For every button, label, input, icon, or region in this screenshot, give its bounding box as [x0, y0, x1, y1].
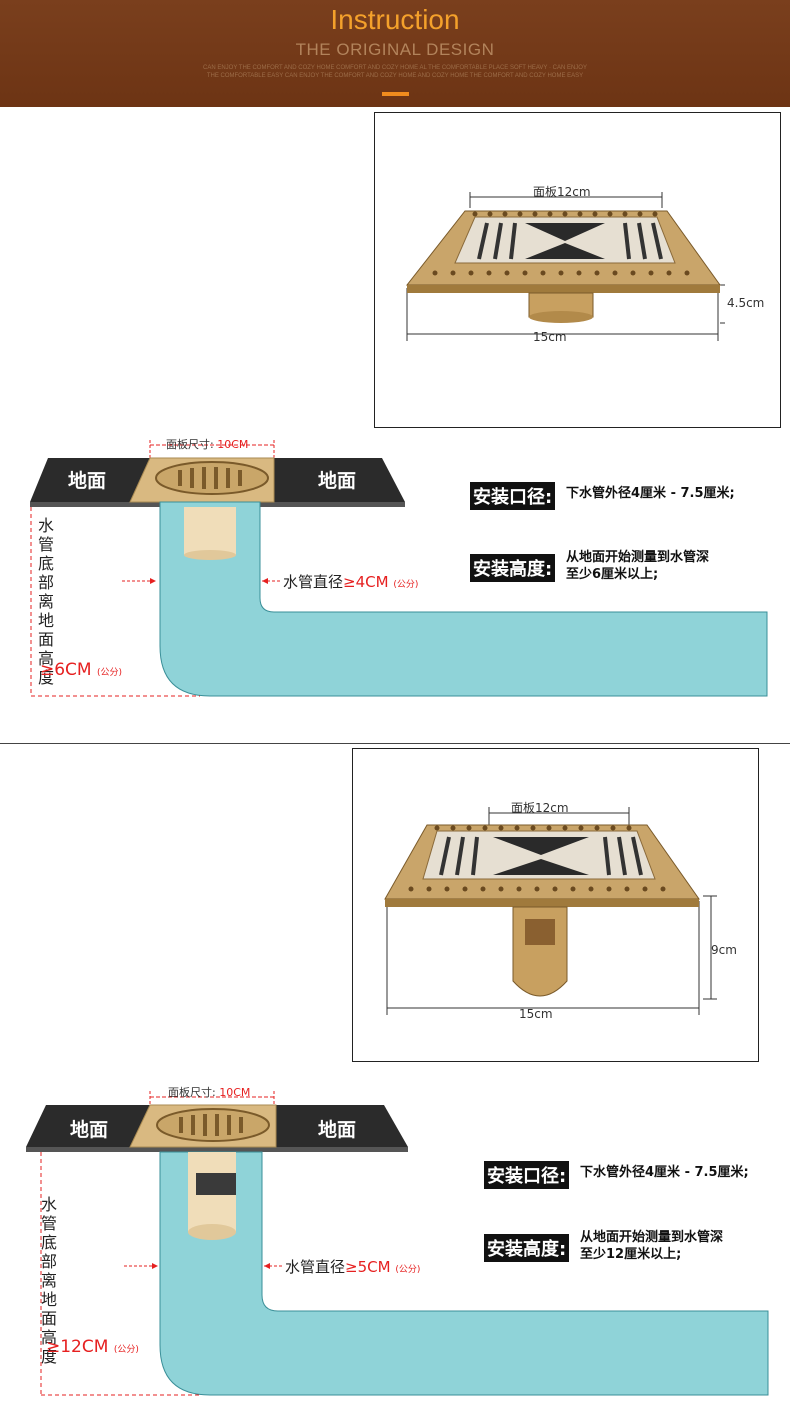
depth-value-text: ≥6CM [40, 660, 92, 680]
panel-size-value: 10CM [219, 1086, 251, 1099]
product-box-1: 面板12cm 4.5cm 15cm [374, 112, 781, 428]
pipe-diameter-unit: (公分) [395, 1265, 421, 1275]
floor-label-left-2: 地面 [70, 1119, 109, 1141]
pipe-diameter-value: ≥5CM [345, 1258, 391, 1276]
width-size-label-1: 15cm [533, 330, 567, 344]
pipe-diameter-label-1: 水管直径≥4CM (公分) [283, 571, 418, 592]
depth-unit: (公分) [97, 668, 123, 678]
height-text-line-1: 从地面开始测量到水管深 [580, 1230, 724, 1245]
pipe-diameter-value: ≥4CM [343, 573, 389, 591]
height-tag-1: 安装高度: [470, 554, 556, 582]
pipe-diameter-label-2: 水管直径≥5CM (公分) [285, 1256, 420, 1277]
height-text-2: 从地面开始测量到水管深 至少12厘米以上; [580, 1229, 723, 1263]
panel-size-text: 面板尺寸: [166, 438, 214, 451]
banner-accent-bar [382, 92, 409, 96]
floor-drain-product-image-1 [405, 192, 725, 341]
floor-label-right-2: 地面 [318, 1119, 357, 1141]
install-diagram-2-graphic [26, 1091, 769, 1396]
pipe-diameter-text: 水管直径 [285, 1258, 346, 1276]
caliber-text-2: 下水管外径4厘米 - 7.5厘米; [580, 1165, 749, 1180]
instruction-banner: Instruction THE ORIGINAL DESIGN CAN ENJO… [0, 0, 790, 107]
install-diagram-1-graphic [30, 440, 768, 697]
banner-small-text: CAN ENJOY THE COMFORT AND COZY HOME COMF… [203, 65, 587, 79]
panel-size-label-1: 面板12cm [533, 185, 591, 199]
pipe-diameter-unit: (公分) [393, 580, 419, 590]
depth-unit: (公分) [113, 1345, 139, 1355]
panel-size-caption-1: 面板尺寸: 10CM [166, 436, 248, 452]
floor-label-right-1: 地面 [318, 470, 357, 492]
depth-value-text: ≥12CM [46, 1337, 109, 1357]
height-text-1: 从地面开始测量到水管深 至少6厘米以上; [566, 549, 709, 583]
section-divider [0, 743, 790, 744]
height-text-line-2: 至少12厘米以上; [580, 1247, 682, 1262]
banner-title: Instruction [330, 4, 460, 35]
caliber-tag-2: 安装口径: [484, 1161, 570, 1189]
height-tag-2: 安装高度: [484, 1234, 570, 1262]
width-size-label-2: 15cm [519, 1007, 553, 1021]
depth-vertical-label-2: 水管底部离地面高度 [40, 1195, 57, 1366]
height-text-line-2: 至少6厘米以上; [566, 567, 659, 582]
pipe-diameter-text: 水管直径 [283, 573, 344, 591]
floor-drain-product-image-2 [384, 807, 717, 1015]
depth-value-2: ≥12CM (公分) [46, 1337, 139, 1357]
depth-value-1: ≥6CM (公分) [40, 660, 122, 680]
panel-size-label-2: 面板12cm [511, 801, 569, 815]
caliber-text-1: 下水管外径4厘米 - 7.5厘米; [566, 486, 735, 501]
install-diagram-1: 面板尺寸: 10CM 地面 地面 水管底部离地面高度 ≥6CM (公分) 水管直… [0, 430, 790, 740]
floor-label-left-1: 地面 [68, 470, 107, 492]
depth-vertical-label-1: 水管底部离地面高度 [37, 516, 54, 687]
install-diagram-2: 面板尺寸: 10CM 地面 地面 水管底部离地面高度 ≥12CM (公分) 水管… [0, 1075, 790, 1420]
height-text-line-1: 从地面开始测量到水管深 [566, 550, 710, 565]
banner-subtitle: THE ORIGINAL DESIGN [295, 40, 495, 59]
panel-size-caption-2: 面板尺寸: 10CM [168, 1084, 250, 1100]
height-size-label-2: 9cm [711, 943, 737, 957]
caliber-tag-1: 安装口径: [470, 482, 556, 510]
panel-size-value: 10CM [217, 438, 249, 451]
panel-size-text: 面板尺寸: [168, 1086, 216, 1099]
height-size-label-1: 4.5cm [727, 296, 765, 310]
product-box-2: 面板12cm 9cm 15cm [352, 748, 759, 1062]
